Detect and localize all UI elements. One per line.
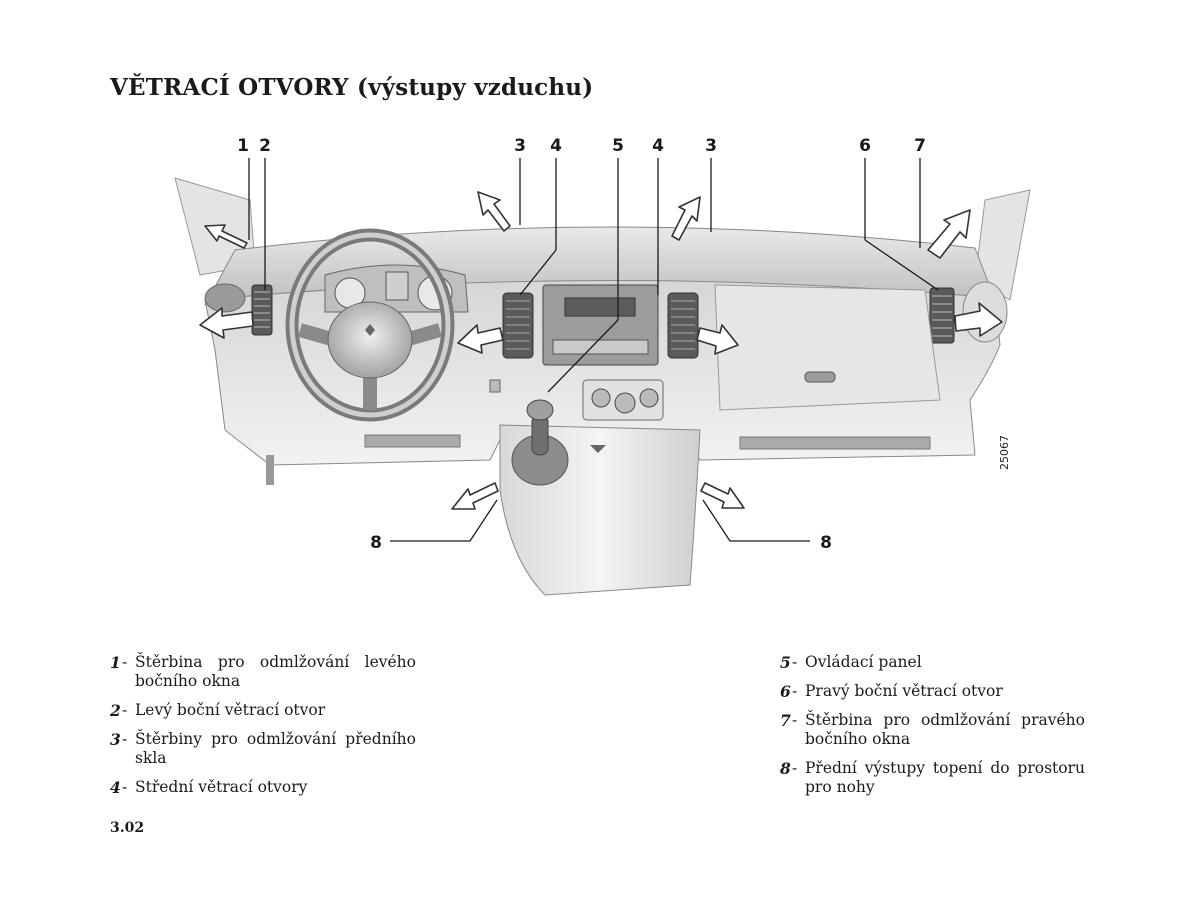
- legend-dash: -: [792, 711, 798, 729]
- lower-slot-left: [364, 434, 461, 448]
- right-side-vent: [929, 287, 955, 344]
- lower-slot-right: [739, 436, 931, 450]
- legend-item: 7 - Štěrbina pro odmlžování pravého bočn…: [780, 711, 1085, 749]
- panel-switch: [489, 379, 501, 393]
- callout-leaders: [248, 158, 939, 542]
- glovebox-handle: [804, 371, 836, 383]
- legend-text: Levý boční větrací otvor: [135, 701, 326, 719]
- left-side-vent: [251, 284, 273, 336]
- callout-5: 5: [612, 136, 624, 156]
- mode-knob: [639, 388, 659, 408]
- fan-knob: [591, 388, 611, 408]
- radio-buttons: [552, 339, 649, 355]
- callout-6: 6: [859, 136, 871, 156]
- legend-number: 2: [110, 701, 121, 720]
- figure-code: 25067: [998, 435, 1011, 470]
- callout-1: 1: [237, 136, 249, 156]
- glovebox: [714, 284, 941, 411]
- legend-item: 1 - Štěrbina pro odmlžování levého boční…: [110, 653, 416, 691]
- legend-text: Přední výstupy topení do prostoru pro no…: [805, 759, 1085, 796]
- legend-text: Střední větrací otvory: [135, 778, 308, 796]
- centre-vent-right-louvres: [671, 300, 695, 350]
- console-logo: [590, 445, 606, 453]
- legend-item: 8 - Přední výstupy topení do prostoru pr…: [780, 759, 1085, 797]
- legend-number: 4: [110, 778, 121, 797]
- legend-number: 7: [780, 711, 791, 730]
- legend-item: 6 - Pravý boční větrací otvor: [780, 682, 1085, 701]
- centre-vent-left-louvres: [506, 300, 530, 350]
- legend-left-column: 1 - Štěrbina pro odmlžování levého boční…: [110, 653, 416, 807]
- callout-3-left: 3: [514, 136, 526, 156]
- legend-dash: -: [792, 682, 798, 700]
- callout-3-right: 3: [705, 136, 717, 156]
- callout-8-right: 8: [820, 533, 832, 553]
- temp-knob: [614, 392, 636, 414]
- steering-wheel-icon: [285, 228, 455, 422]
- legend-number: 5: [780, 653, 791, 672]
- legend-dash: -: [122, 701, 128, 719]
- callout-2: 2: [259, 136, 271, 156]
- callout-8-left: 8: [370, 533, 382, 553]
- page-number: 3.02: [110, 820, 145, 836]
- legend-item: 2 - Levý boční větrací otvor: [110, 701, 416, 720]
- legend-dash: -: [122, 730, 128, 748]
- legend-right-column: 5 - Ovládací panel 6 - Pravý boční větra…: [780, 653, 1085, 807]
- callout-7: 7: [914, 136, 926, 156]
- legend-text: Ovládací panel: [805, 653, 922, 671]
- callout-4-right: 4: [652, 136, 664, 156]
- radio-display: [564, 297, 636, 317]
- legend-number: 3: [110, 730, 121, 749]
- legend-dash: -: [122, 653, 128, 671]
- legend-number: 1: [110, 653, 121, 672]
- legend-number: 6: [780, 682, 791, 701]
- airflow-arrow-icon: [199, 191, 1003, 510]
- legend-text: Štěrbina pro odmlžování pravého bočního …: [805, 711, 1085, 748]
- legend-item: 5 - Ovládací panel: [780, 653, 1085, 672]
- legend-text: Pravý boční větrací otvor: [805, 682, 1003, 700]
- legend-text: Štěrbiny pro odmlžování předního skla: [135, 730, 416, 767]
- legend-dash: -: [792, 759, 798, 777]
- right-side-vent-louvres: [932, 295, 952, 337]
- dashboard-drawing: 1 2 3 4 5 4 3 6 7 8 8 25067: [174, 136, 1031, 596]
- left-round-vent: [204, 283, 246, 313]
- cluster-display: [385, 271, 409, 301]
- legend-number: 8: [780, 759, 791, 778]
- gear-lever-icon: [511, 399, 569, 486]
- legend-dash: -: [122, 778, 128, 796]
- legend-dash: -: [792, 653, 798, 671]
- legend-item: 4 - Střední větrací otvory: [110, 778, 416, 797]
- steering-column: [266, 455, 274, 485]
- page-title: VĚTRACÍ OTVORY (výstupy vzduchu): [110, 74, 594, 101]
- legend-item: 3 - Štěrbiny pro odmlžování předního skl…: [110, 730, 416, 768]
- left-side-vent-louvres: [254, 291, 270, 328]
- dashboard-illustration: 1 2 3 4 5 4 3 6 7 8 8 25067: [174, 136, 1031, 596]
- callout-4-left: 4: [550, 136, 562, 156]
- legend-text: Štěrbina pro odmlžování levého bočního o…: [135, 653, 416, 690]
